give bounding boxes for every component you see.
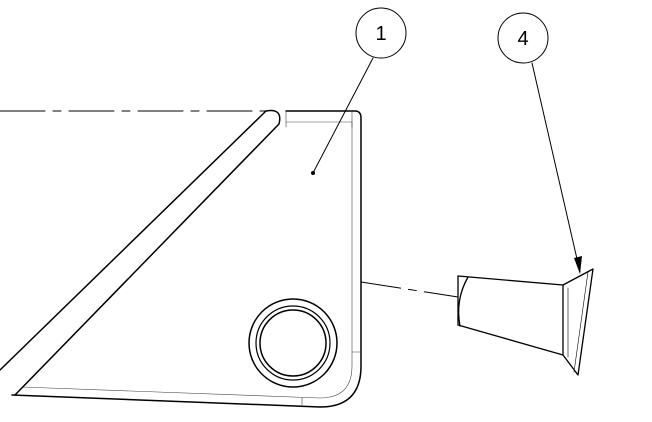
pin-head — [562, 268, 594, 376]
leader-1 — [312, 57, 374, 174]
pin-shaft — [457, 275, 564, 356]
balloon-1-circle — [355, 7, 407, 59]
plate-part-1 — [0, 109, 362, 408]
centerline-pin — [360, 281, 459, 298]
pin-end-cap — [457, 276, 469, 327]
balloon-4-label: 4 — [517, 28, 528, 50]
bushing-inner — [259, 309, 327, 377]
leader-4-arrow — [574, 256, 582, 274]
plate-diagonal-2 — [14, 109, 281, 396]
leader-4 — [531, 62, 581, 273]
bushing-outer — [248, 298, 338, 388]
bushing-mid — [255, 305, 331, 381]
leader-1-dot — [311, 171, 315, 175]
balloon-1-label: 1 — [375, 23, 386, 45]
pin-part-4 — [457, 268, 594, 376]
pin-head-face — [573, 271, 589, 373]
plate-diagonal-1 — [0, 110, 267, 371]
plate-outline — [11, 110, 362, 408]
plate-inner-edge — [21, 121, 353, 399]
balloon-4-circle — [497, 12, 549, 64]
